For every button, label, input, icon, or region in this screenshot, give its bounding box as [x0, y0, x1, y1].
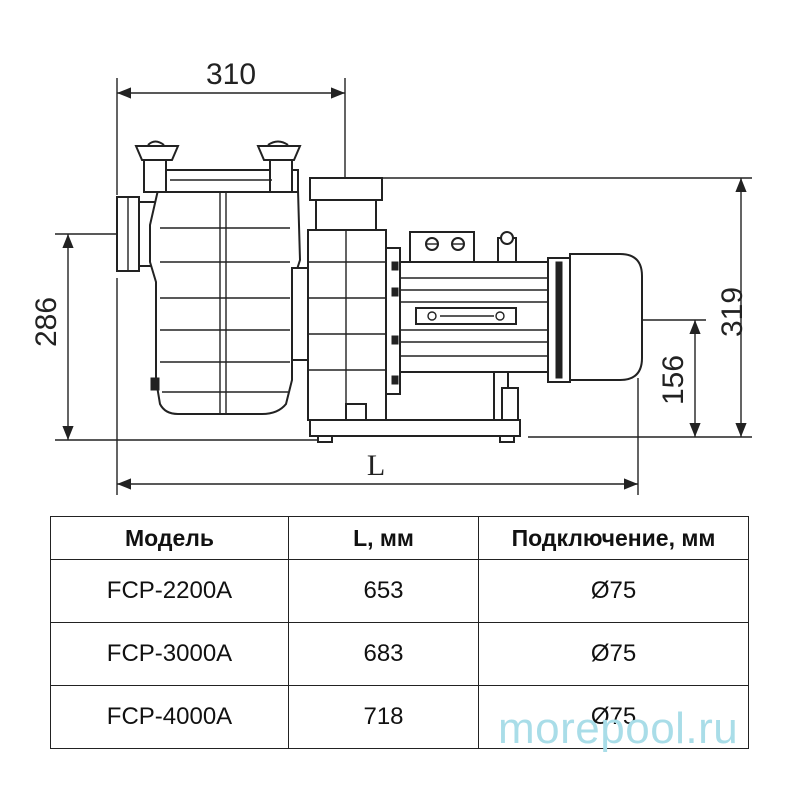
cell-connection: Ø75: [478, 622, 749, 686]
dimension-319-label: 319: [716, 287, 749, 337]
dimension-286: 286: [30, 233, 320, 441]
dimension-319: 319: [382, 177, 752, 438]
header-connection: Подключение, мм: [478, 516, 749, 560]
cell-model: FCP-2200A: [50, 559, 289, 623]
dimension-L-label: L: [367, 449, 385, 482]
pump-volute: [307, 177, 387, 425]
dimension-156-label: 156: [657, 355, 690, 405]
terminal-box: [409, 231, 517, 263]
cell-connection: Ø75: [478, 685, 749, 749]
dimension-310-label: 310: [206, 58, 256, 91]
cell-model: FCP-3000A: [50, 622, 289, 686]
model-spec-table: Модель L, мм Подключение, мм FCP-2200A 6…: [50, 516, 749, 749]
cell-length: 683: [288, 622, 479, 686]
dimension-310: 310: [116, 58, 346, 195]
motor-adapter: [385, 247, 401, 395]
header-length: L, мм: [288, 516, 479, 560]
cell-connection: Ø75: [478, 559, 749, 623]
strainer-lid: [134, 140, 302, 193]
table-row: FCP-2200A 653 Ø75: [50, 559, 749, 623]
dimension-L: L: [116, 278, 639, 495]
table-row: FCP-4000A 718 Ø75: [50, 685, 749, 749]
pump-dimension-drawing: 310 286 319 156 L: [30, 58, 752, 495]
pump-base: [309, 371, 521, 443]
strainer-basket: [149, 189, 302, 415]
cell-length: 718: [288, 685, 479, 749]
header-model: Модель: [50, 516, 289, 560]
fan-cover: [547, 253, 643, 383]
table-header-row: Модель L, мм Подключение, мм: [50, 516, 749, 560]
cell-model: FCP-4000A: [50, 685, 289, 749]
cell-length: 653: [288, 559, 479, 623]
site-watermark: morepool.ru: [498, 704, 739, 753]
motor-body: [399, 261, 549, 373]
table-row: FCP-3000A 683 Ø75: [50, 622, 749, 686]
dimension-286-label: 286: [30, 297, 63, 347]
